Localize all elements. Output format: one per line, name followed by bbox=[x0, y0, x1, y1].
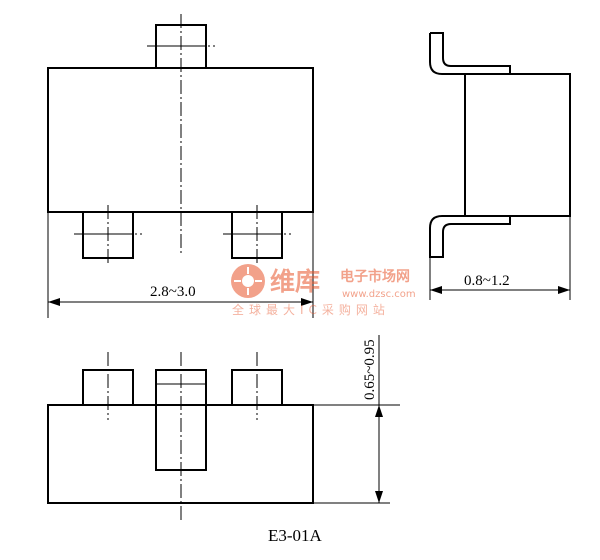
height-dimension-label: 0.65~0.95 bbox=[362, 339, 378, 400]
length-dimension-label: 2.8~3.0 bbox=[150, 284, 196, 300]
lead-span-dimension: 0.8~1.2 bbox=[430, 273, 570, 294]
height-dimension: 0.65~0.95 bbox=[313, 335, 400, 504]
side-view: 0.8~1.2 bbox=[429, 32, 571, 300]
side-view-body bbox=[464, 73, 571, 217]
top-view: 2.8~3.0 bbox=[47, 14, 314, 318]
watermark-subtitle: 全球最大IC采购网站 bbox=[232, 302, 390, 317]
front-view: 0.65~0.95 bbox=[47, 335, 400, 520]
side-view-lower-lead bbox=[429, 215, 511, 258]
lead-span-dimension-label: 0.8~1.2 bbox=[464, 273, 510, 289]
watermark-url: www.dzsc.com bbox=[342, 289, 416, 300]
watermark-brand: 维库 bbox=[270, 267, 320, 296]
watermark: 维库 电子市场网 www.dzsc.com 全球最大IC采购网站 bbox=[231, 264, 416, 317]
watermark-logo-icon bbox=[231, 264, 265, 298]
length-dimension: 2.8~3.0 bbox=[47, 212, 314, 318]
side-view-upper-lead bbox=[429, 32, 511, 75]
drawing-caption: E3-01A bbox=[268, 526, 323, 545]
watermark-tagline: 电子市场网 bbox=[340, 268, 410, 285]
